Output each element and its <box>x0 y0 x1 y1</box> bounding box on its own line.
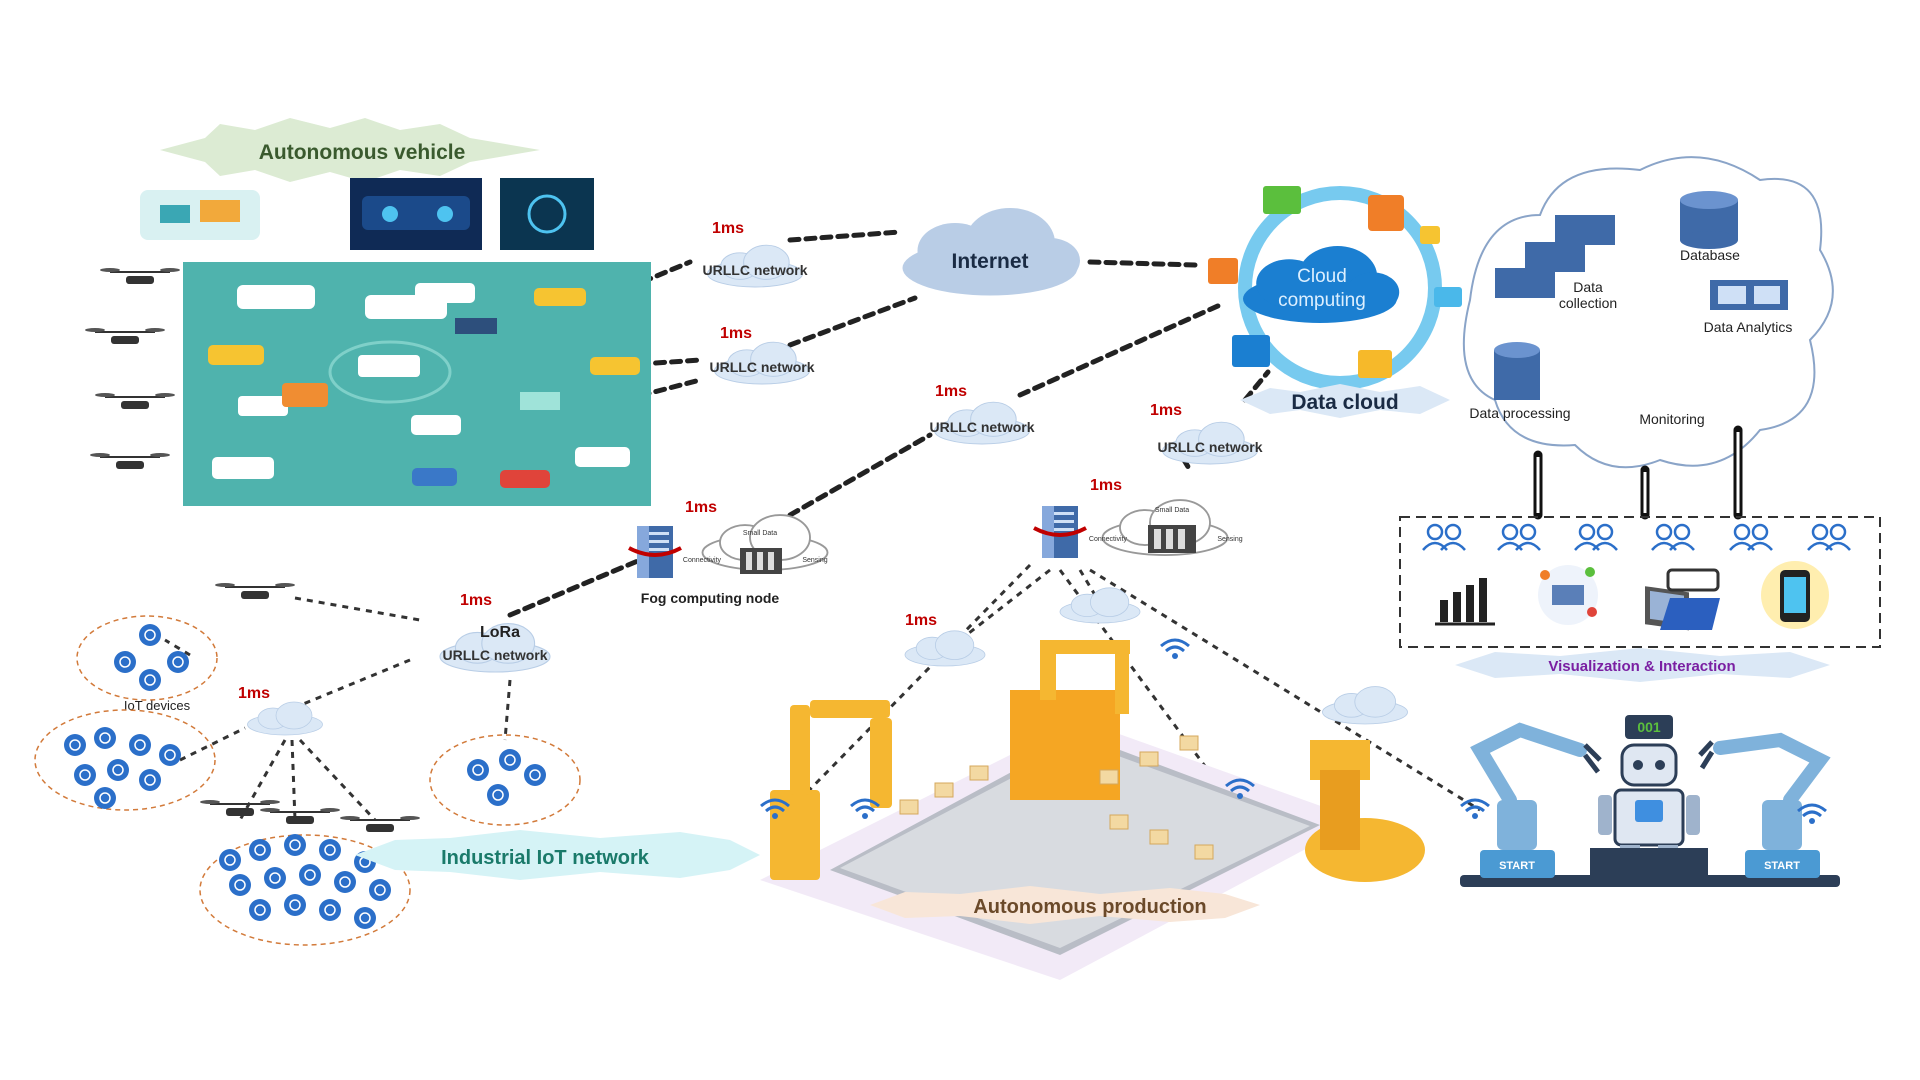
data-services-cloud: Data collection Database Data Analytics … <box>1462 156 1834 631</box>
autonomous-vehicle-banner <box>160 118 540 182</box>
latency-label: 1ms <box>935 383 967 400</box>
fog-node-label: Fog computing node <box>641 590 780 606</box>
iot-cluster-2 <box>34 709 216 811</box>
iot-devices-label: IoT devices <box>124 698 191 713</box>
fog-small-data: Small Data <box>743 530 777 537</box>
mail-icon <box>1434 287 1462 307</box>
data-collection-icon <box>1495 215 1615 298</box>
industrial-iot-label: Industrial IoT network <box>441 847 650 869</box>
chart-icon <box>1358 350 1392 378</box>
autonomous-production-section: 1ms Autonomous production <box>759 587 1425 980</box>
monitor-icon <box>1208 258 1238 284</box>
phone-icon <box>1368 195 1404 231</box>
wifi-icon <box>1159 638 1191 661</box>
latency-label: 1ms <box>712 220 744 237</box>
folder-icon <box>1420 226 1440 244</box>
laptop-icon <box>1660 568 1720 630</box>
fog-node-1: Small Data Connectivity Sensing Fog comp… <box>627 499 829 606</box>
data-analytics-label: Data Analytics <box>1704 319 1793 335</box>
data-cloud-section: Cloud computing Data cloud <box>1208 186 1462 418</box>
visualization-label: Visualization & Interaction <box>1548 658 1735 675</box>
urllc-cloud-2: URLLC network 1ms <box>710 325 815 385</box>
iot-cluster-3 <box>429 734 581 826</box>
latency-label: 1ms <box>1150 402 1182 419</box>
latency-label: 1ms <box>720 325 752 342</box>
urllc-label: URLLC network <box>930 419 1035 435</box>
database-label: Database <box>1680 247 1740 263</box>
urllc-cloud-3: URLLC network 1ms <box>930 383 1035 445</box>
visualization-banner <box>1455 648 1830 682</box>
robot-cell: 001 START START <box>1459 715 1840 887</box>
cloud-computing-label-line2: computing <box>1278 290 1366 311</box>
latency-label: 1ms <box>238 685 270 702</box>
vehicle-network-panel <box>183 262 651 506</box>
right-robot-arm: START <box>1698 732 1831 878</box>
monitoring-label: Monitoring <box>1639 411 1704 427</box>
latency-label: 1ms <box>685 499 717 516</box>
autonomous-vehicle-section: Autonomous vehicle <box>84 118 651 506</box>
start-button-label-right: START <box>1764 860 1800 872</box>
iot-cluster-1: IoT devices <box>76 615 218 713</box>
fog-connectivity: Connectivity <box>1089 536 1128 543</box>
data-processing-icon <box>1494 342 1540 400</box>
car-icon <box>212 283 630 479</box>
urllc-label: URLLC network <box>443 647 548 663</box>
phone-icon <box>1761 561 1829 629</box>
drone-icon <box>199 799 421 833</box>
drone-icon <box>214 582 296 600</box>
fog-sensing: Sensing <box>802 557 827 564</box>
internet-cloud: Internet <box>902 208 1080 296</box>
urllc-label: URLLC network <box>1158 439 1263 455</box>
robot-display-label: 001 <box>1637 719 1661 735</box>
cargo-boxes <box>899 735 1214 860</box>
data-collection-label-line2: collection <box>1559 295 1617 311</box>
industrial-iot-banner: Industrial IoT network <box>355 830 760 880</box>
urllc-label: URLLC network <box>710 359 815 375</box>
urllc-label: URLLC network <box>703 262 808 278</box>
left-robot-arm: START <box>1459 722 1602 878</box>
drone-icon <box>84 267 181 470</box>
vehicle-top-illustration <box>140 178 594 250</box>
autonomous-production-label: Autonomous production <box>973 896 1206 918</box>
latency-label: 1ms <box>460 592 492 609</box>
latency-label: 1ms <box>905 612 937 629</box>
visualization-section: Visualization & Interaction <box>1399 516 1881 682</box>
lora-cloud: LoRa URLLC network 1ms <box>439 592 551 673</box>
data-cloud-label: Data cloud <box>1291 391 1398 414</box>
server-icon <box>1032 504 1088 560</box>
urllc-cloud-4: URLLC network 1ms <box>1150 402 1263 465</box>
server-icon <box>627 524 683 580</box>
chart-icon <box>1430 570 1500 626</box>
database-icon <box>1680 191 1738 249</box>
data-cloud-banner <box>1240 384 1450 418</box>
iot-cluster-4 <box>199 833 411 946</box>
monitor-icon <box>1263 186 1301 214</box>
fog-connectivity: Connectivity <box>683 557 722 564</box>
robot-icon: 001 <box>1590 715 1708 876</box>
lora-label: LoRa <box>480 624 520 641</box>
latency-label: 1ms <box>1090 477 1122 494</box>
dashboard-icon <box>1538 565 1598 625</box>
user-group-icon <box>1421 523 1852 552</box>
autonomous-vehicle-title: Autonomous vehicle <box>259 141 466 164</box>
data-collection-label-line1: Data <box>1573 279 1603 295</box>
fog-sensing: Sensing <box>1217 536 1242 543</box>
internet-label: Internet <box>951 250 1028 273</box>
urllc-cloud-small-1: 1ms <box>238 685 323 736</box>
cloud-computing-label-line1: Cloud <box>1297 266 1347 287</box>
urllc-cloud-1: URLLC network 1ms <box>703 220 808 288</box>
fog-node-2: Small Data Connectivity Sensing 1ms <box>1032 477 1243 560</box>
fog-small-data: Small Data <box>1155 507 1189 514</box>
data-processing-label: Data processing <box>1469 405 1570 421</box>
autonomous-production-banner <box>870 886 1260 924</box>
start-button-label-left: START <box>1499 860 1535 872</box>
server-icon <box>1232 335 1270 367</box>
